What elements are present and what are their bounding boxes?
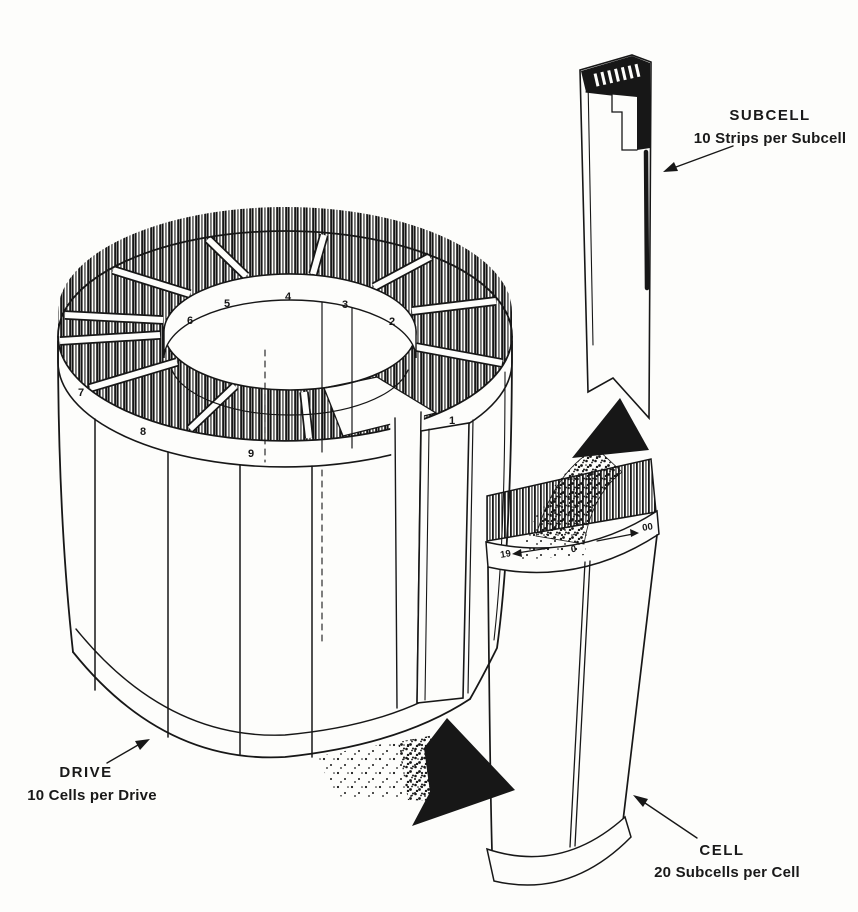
cell-right-edge [622,534,658,822]
cell-1-front-face [416,422,470,704]
arrow-body-dense-stipple [535,447,623,545]
drum-inner-band-numbers: 6 5 4 3 2 [187,291,395,328]
cell-bottom-rim [485,815,632,886]
drum-cell-number: 5 [224,298,230,310]
drum-left-edge [57,340,74,653]
cell-body [485,534,658,886]
drum-sector-separators [59,233,503,439]
cell-band-right-number: 00 [642,521,654,534]
cell-band-arrow-right-icon [596,533,634,542]
drum-bottom-rim-inner [75,628,462,736]
cell-pointer-line [644,802,698,839]
arrow-head-icon [412,718,515,826]
cell-band-left-number: 19 [500,548,512,561]
drive-callout: DRIVE 10 Cells per Drive [27,739,157,804]
subcell-inner-step-line [585,91,638,151]
cell-band-arrow-right-head-icon [630,529,639,537]
cell-left-edge [487,566,493,852]
subcell-card [579,54,652,421]
drum-inner-band [163,273,417,359]
subcell-pointer-arrow-icon [663,162,678,172]
drum-cell-number: 6 [187,315,193,327]
drum-cell-number: 4 [285,291,292,303]
drum-cell-number: 2 [389,316,395,328]
cell-callout: CELL 20 Subcells per Cell [633,795,800,881]
cell-caption: 20 Subcells per Cell [654,864,800,881]
cell-title: CELL [699,842,744,859]
subcell-right-edge-thick [643,149,650,291]
arrow-head-icon [572,398,649,458]
cell-1-shadow-line [467,419,474,694]
drum-cell-number: 9 [248,448,254,460]
core-floor-arc [171,369,409,416]
subcell-left-inner-line [587,79,594,346]
drum-body [57,340,513,759]
drive-pointer-arrow-icon [135,739,150,750]
cell-divider-line [574,560,591,847]
cell-1-face-line [424,428,430,701]
subcell-caption: 10 Strips per Subcell [694,130,847,147]
drive-drum: 7 8 9 1 6 5 4 3 2 [57,207,513,759]
slot-mask [390,413,424,476]
drum-core-opening: 6 5 4 3 2 [163,273,417,463]
transfer-arrow-cell-to-subcell [520,398,649,560]
cell-pointer-arrow-icon [633,795,648,807]
drive-title: DRIVE [59,764,112,781]
removed-cell-slot [390,411,474,709]
cell-divider-line [569,561,586,848]
drum-outer-band-numbers: 7 8 9 1 [78,387,455,460]
drum-cell-number: 7 [78,387,84,399]
drum-bottom-rim [72,651,471,759]
subcell-assembly [579,54,652,421]
subcell-callout: SUBCELL 10 Strips per Subcell [663,107,846,172]
cell-band-arrow-left-head-icon [512,549,522,557]
drum-cell-number: 3 [342,299,348,311]
subcell-clamp-slots [593,63,641,87]
slot-left-edge [394,417,398,709]
subcell-title: SUBCELL [729,107,810,124]
subcell-top-clamp [581,56,650,150]
drum-back-strips [58,207,512,336]
drum-cell-number: 1 [449,415,455,427]
drive-caption: 10 Cells per Drive [27,787,157,804]
transfer-arrow-drum-to-cell [318,718,515,826]
subcell-pointer-line [675,145,734,168]
drum-cell-number: 8 [140,426,146,438]
drum-right-edge [469,340,513,700]
drive-pointer-line [106,744,139,764]
